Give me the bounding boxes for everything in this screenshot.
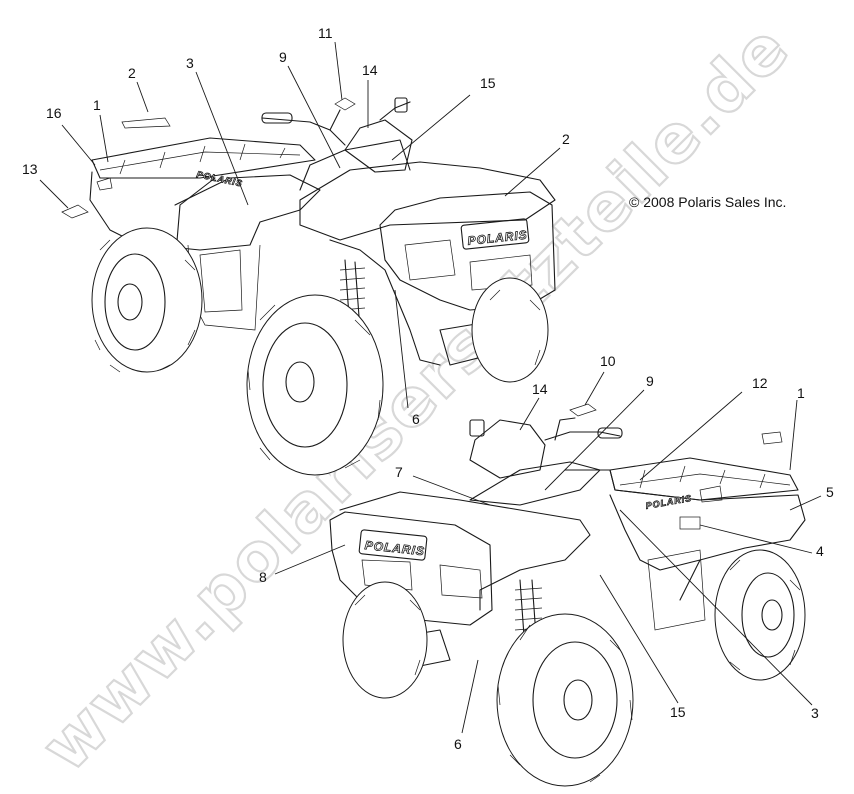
callouts-top: 11 2 3 9 14 15 16 1 13 2 6 xyxy=(22,25,570,427)
callout-top-2a: 2 xyxy=(128,65,136,81)
front-wheel-bottom xyxy=(496,613,634,787)
callout-bottom-3: 3 xyxy=(811,705,819,721)
callout-top-9: 9 xyxy=(279,49,287,65)
callout-bottom-9: 9 xyxy=(646,373,654,389)
callout-top-14: 14 xyxy=(362,62,378,78)
callout-bottom-1: 1 xyxy=(797,385,805,401)
callout-bottom-6: 6 xyxy=(454,736,462,752)
far-front-wheel-bottom xyxy=(342,581,428,699)
rear-wheel-top xyxy=(91,227,203,373)
callout-top-2b: 2 xyxy=(562,131,570,147)
brand-logo-bottom: POLARIS xyxy=(364,538,425,558)
callout-bottom-7: 7 xyxy=(395,464,403,480)
callout-bottom-5: 5 xyxy=(826,484,834,500)
callout-top-11: 11 xyxy=(318,25,333,41)
far-front-wheel-top xyxy=(471,277,549,383)
callout-bottom-8: 8 xyxy=(259,569,267,585)
callout-bottom-10: 10 xyxy=(600,353,616,369)
rear-wheel-bottom xyxy=(714,549,806,681)
copyright-text: © 2008 Polaris Sales Inc. xyxy=(629,194,786,210)
callout-top-15: 15 xyxy=(480,75,496,91)
callout-top-3: 3 xyxy=(186,55,194,71)
brand-logo-top: POLARIS xyxy=(467,228,528,248)
leaders-bottom xyxy=(274,371,822,734)
callout-bottom-14: 14 xyxy=(532,381,548,397)
callout-bottom-15: 15 xyxy=(670,704,686,720)
callout-bottom-4: 4 xyxy=(816,543,824,559)
callouts-bottom: 10 9 14 12 1 7 5 4 8 3 15 6 xyxy=(259,353,834,752)
callout-top-1: 1 xyxy=(93,97,101,113)
leaders-top xyxy=(39,41,561,409)
front-wheel-top xyxy=(246,294,384,476)
callout-top-6: 6 xyxy=(412,411,420,427)
callout-bottom-12: 12 xyxy=(752,375,768,391)
callout-top-16: 16 xyxy=(46,105,62,121)
atv-bottom-view: POLARIS POLARIS xyxy=(329,403,806,787)
brand-logo-side-bottom: POLARIS xyxy=(645,493,693,511)
callout-top-13: 13 xyxy=(22,161,38,177)
